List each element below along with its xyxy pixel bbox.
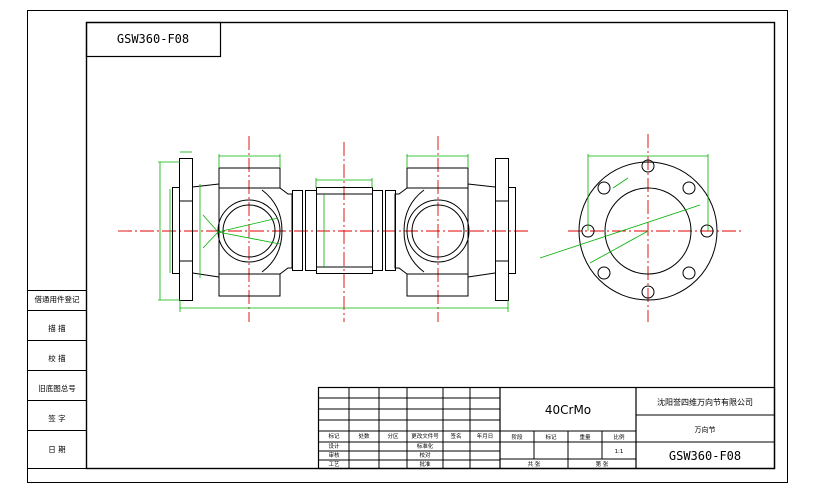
design-check: 批准 — [419, 460, 431, 468]
side-panel: 借通用件登记 描 描 校 描 旧底图总号 签 字 日 期 — [27, 290, 87, 469]
title-block-code: GSW360-F08 — [669, 449, 741, 463]
side-panel-label: 借通用件登记 — [35, 294, 80, 304]
side-panel-label: 校 描 — [48, 353, 66, 363]
outer-frame — [27, 10, 788, 483]
revision-header: 更改文件号 — [411, 432, 439, 440]
side-panel-label: 签 字 — [48, 413, 65, 423]
design-check: 标准化 — [417, 442, 434, 450]
material-label: 40CrMo — [545, 403, 591, 417]
side-panel-label: 描 描 — [48, 323, 66, 333]
scale-value: 1:1 — [615, 449, 624, 455]
bolt-hole — [682, 181, 696, 195]
company-name: 沈阳誉四维万向节有限公司 — [657, 397, 753, 407]
bolt-hole — [597, 181, 611, 195]
drawing-code-box: GSW360-F08 — [85, 21, 222, 58]
design-role: 设计 — [328, 442, 340, 450]
stage-header: 重量 — [579, 433, 591, 441]
sheet-total: 共 张 — [528, 460, 541, 468]
bolt-hole — [700, 224, 714, 238]
front-view-dimensions — [158, 151, 509, 312]
revision-header: 处数 — [358, 432, 370, 440]
side-view-dimensions — [539, 154, 709, 264]
revision-header: 签名 — [450, 432, 461, 440]
stage-header: 阶段 — [511, 433, 523, 441]
part-name: 万向节 — [695, 425, 716, 434]
bolt-hole — [641, 285, 655, 299]
revision-header: 年月日 — [477, 432, 494, 440]
stage-header: 标记 — [545, 433, 557, 441]
sheet-index: 第 张 — [596, 460, 609, 468]
stage-header: 比例 — [613, 433, 625, 441]
front-view — [118, 136, 530, 322]
design-role: 工艺 — [328, 461, 340, 468]
side-view — [539, 134, 742, 322]
side-panel-label: 日 期 — [48, 445, 65, 454]
drawing-code-label: GSW360-F08 — [117, 32, 189, 46]
side-panel-label: 旧底图总号 — [38, 383, 76, 393]
bolt-hole — [597, 266, 611, 280]
design-role: 审核 — [328, 451, 340, 459]
revision-header: 分区 — [387, 432, 399, 440]
design-check: 校对 — [419, 451, 431, 459]
revision-header: 标记 — [328, 432, 340, 440]
bolt-hole — [641, 159, 655, 173]
bolt-hole — [682, 266, 696, 280]
title-block: 标记 处数 分区 更改文件号 签名 年月日 设计 审核 工艺 标准化 校对 批准… — [317, 386, 776, 470]
